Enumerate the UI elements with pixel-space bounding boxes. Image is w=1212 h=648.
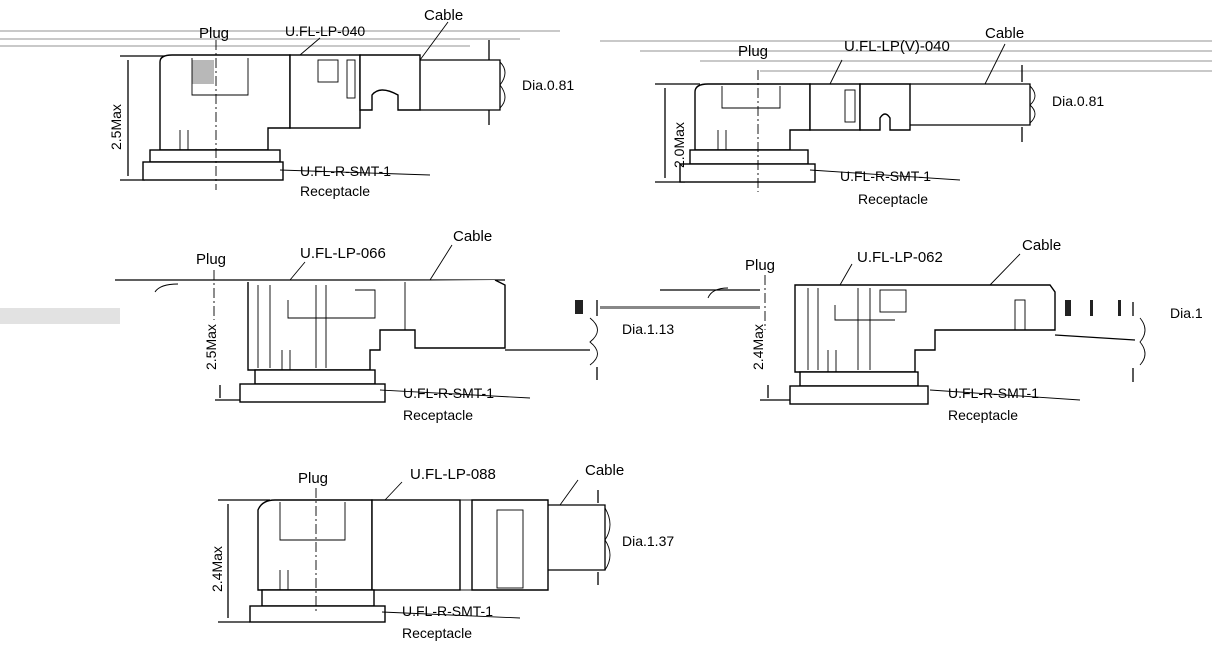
receptacle-label: Receptacle bbox=[403, 407, 473, 423]
scan-glitch-middle bbox=[0, 300, 1121, 324]
assembly-lp-v-040: Plug U.FL-LP(V)-040 Cable Dia.0.81 U.FL-… bbox=[655, 25, 1104, 207]
plug-part-label: U.FL-LP-040 bbox=[285, 23, 365, 39]
cable-label: Cable bbox=[985, 25, 1024, 42]
height-dimension-label: 2.4Max bbox=[209, 546, 225, 592]
plug-label: Plug bbox=[199, 25, 229, 42]
receptacle-label: Receptacle bbox=[858, 191, 928, 207]
receptacle-part-label: U.FL-R-SMT-1 bbox=[948, 385, 1039, 401]
cable-label: Cable bbox=[453, 228, 492, 245]
receptacle-part-label: U.FL-R-SMT-1 bbox=[403, 385, 494, 401]
receptacle-label: Receptacle bbox=[300, 183, 370, 199]
receptacle-part-label: U.FL-R-SMT-1 bbox=[402, 603, 493, 619]
cable-diameter-label: Dia.1 bbox=[1170, 305, 1203, 321]
plug-part-label: U.FL-LP(V)-040 bbox=[844, 38, 950, 55]
plug-label: Plug bbox=[738, 43, 768, 60]
height-dimension-label: 2.5Max bbox=[203, 324, 219, 370]
cable-diameter-label: Dia.0.81 bbox=[1052, 93, 1104, 109]
plug-part-label: U.FL-LP-066 bbox=[300, 245, 386, 262]
cable-label: Cable bbox=[585, 462, 624, 479]
assembly-lp-062: Plug U.FL-LP-062 Cable Dia.1 U.FL-R-SMT-… bbox=[660, 237, 1203, 423]
cable-diameter-label: Dia.1.37 bbox=[622, 533, 674, 549]
assembly-lp-088: Plug U.FL-LP-088 Cable Dia.1.37 U.FL-R-S… bbox=[209, 462, 674, 641]
assembly-lp-040: Plug U.FL-LP-040 Cable Dia.0.81 U.FL-R-S… bbox=[108, 7, 574, 199]
plug-label: Plug bbox=[196, 251, 226, 268]
height-dimension-label: 2.5Max bbox=[108, 104, 124, 150]
receptacle-part-label: U.FL-R-SMT-1 bbox=[840, 168, 931, 184]
plug-label: Plug bbox=[298, 470, 328, 487]
receptacle-label: Receptacle bbox=[402, 625, 472, 641]
height-dimension-label: 2.4Max bbox=[750, 324, 766, 370]
plug-part-label: U.FL-LP-088 bbox=[410, 466, 496, 483]
receptacle-label: Receptacle bbox=[948, 407, 1018, 423]
scan-artifacts bbox=[0, 30, 1212, 72]
height-dimension-label: 2.0Max bbox=[671, 122, 687, 168]
assembly-lp-066: Plug U.FL-LP-066 Cable Dia.1.13 U.FL-R-S… bbox=[115, 228, 674, 423]
plug-part-label: U.FL-LP-062 bbox=[857, 249, 943, 266]
receptacle-part-label: U.FL-R-SMT-1 bbox=[300, 163, 391, 179]
plug-label: Plug bbox=[745, 257, 775, 274]
cable-label: Cable bbox=[424, 7, 463, 24]
cable-diameter-label: Dia.0.81 bbox=[522, 77, 574, 93]
cable-label: Cable bbox=[1022, 237, 1061, 254]
cable-diameter-label: Dia.1.13 bbox=[622, 321, 674, 337]
